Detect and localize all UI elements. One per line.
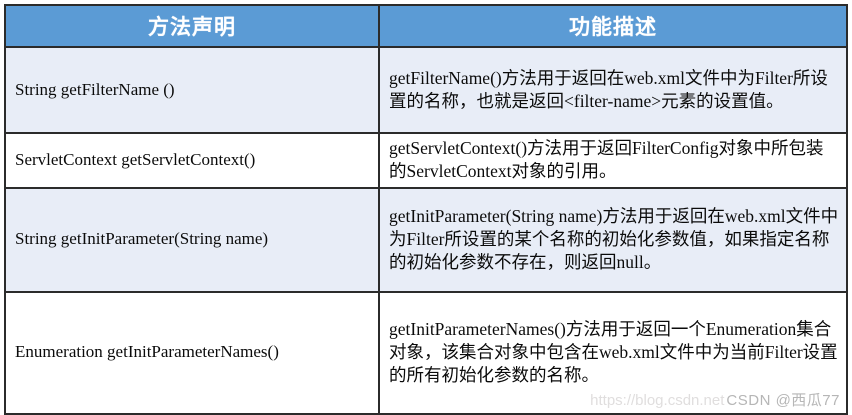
method-declaration-cell: String getInitParameter(String name) [4,186,380,293]
table-row: Enumeration getInitParameterNames() getI… [4,290,848,415]
table-row: ServletContext getServletContext() getSe… [4,132,848,189]
table-header-row: 方法声明 功能描述 [4,4,848,48]
function-description-cell: getServletContext()方法用于返回FilterConfig对象中… [378,132,848,189]
table-row: String getFilterName () getFilterName()方… [4,46,848,134]
table-header: 方法声明 功能描述 [4,4,848,48]
filter-config-methods-table: 方法声明 功能描述 String getFilterName () getFil… [4,4,848,415]
method-declaration-cell: Enumeration getInitParameterNames() [4,290,380,415]
table-body: String getFilterName () getFilterName()方… [4,46,848,415]
function-description-cell: getInitParameterNames()方法用于返回一个Enumerati… [378,290,848,415]
function-description-cell: getFilterName()方法用于返回在web.xml文件中为Filter所… [378,46,848,134]
table-row: String getInitParameter(String name) get… [4,186,848,293]
column-header-function-description: 功能描述 [378,4,848,48]
method-declaration-cell: ServletContext getServletContext() [4,132,380,189]
method-declaration-cell: String getFilterName () [4,46,380,134]
column-header-method-declaration: 方法声明 [4,4,380,48]
function-description-cell: getInitParameter(String name)方法用于返回在web.… [378,186,848,293]
